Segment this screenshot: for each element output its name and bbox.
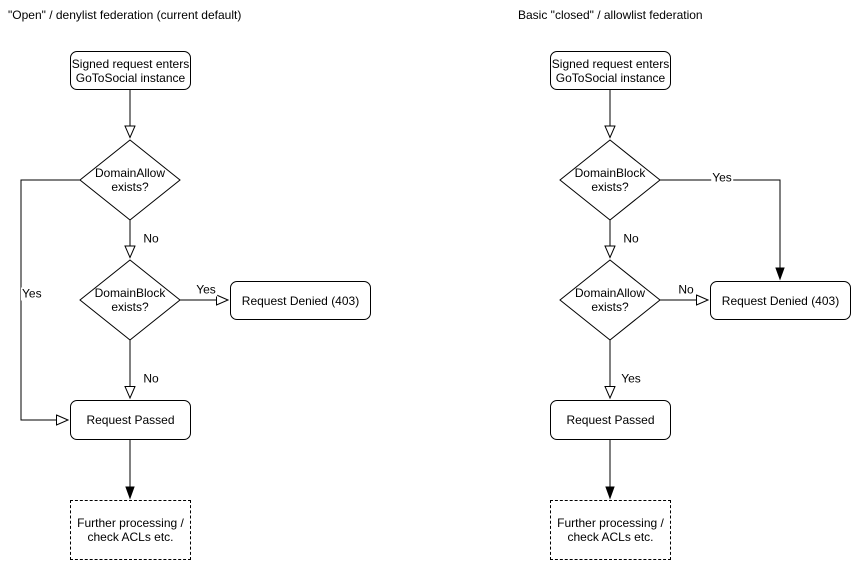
right-start-node: Signed request enters GoToSocial instanc… (550, 51, 671, 90)
right-decision1-diamond (559, 139, 661, 221)
node-label-line: GoToSocial instance (75, 70, 186, 85)
edge-label-yes: Yes (620, 371, 642, 386)
left-decision1-diamond (79, 139, 181, 221)
node-label-line: Further processing / (77, 516, 184, 530)
edge-label-yes: Yes (195, 282, 217, 297)
left-further-node: Further processing / check ACLs etc. (70, 500, 191, 560)
edge-label-no: No (142, 231, 160, 246)
left-chart-title: "Open" / denylist federation (current de… (8, 8, 242, 22)
node-label-line: check ACLs etc. (87, 530, 174, 544)
edge-label-yes: Yes (21, 286, 43, 301)
node-label-line: Request Passed (86, 413, 175, 427)
node-label-line: GoToSocial instance (555, 70, 666, 85)
right-further-node: Further processing / check ACLs etc. (550, 500, 671, 560)
node-label-line: Further processing / (557, 516, 664, 530)
edge-label-no: No (622, 231, 640, 246)
edge-label-no: No (142, 371, 160, 386)
node-label-line: Request Passed (566, 413, 655, 427)
left-passed-node: Request Passed (70, 400, 191, 440)
edge-label-no: No (677, 282, 695, 297)
node-label-line: Signed request enters (71, 56, 190, 71)
node-label-line: Request Denied (403) (721, 293, 840, 308)
node-label-line: Signed request enters (551, 56, 670, 71)
left-denied-node: Request Denied (403) (230, 281, 371, 320)
node-label-line: check ACLs etc. (567, 530, 654, 544)
right-decision2-diamond (559, 259, 661, 341)
left-start-node: Signed request enters GoToSocial instanc… (70, 51, 191, 90)
left-decision2-diamond (79, 259, 181, 341)
right-passed-node: Request Passed (550, 400, 671, 440)
edge-label-yes: Yes (711, 170, 733, 185)
right-chart-title: Basic "closed" / allowlist federation (518, 8, 703, 22)
right-edge-decision1-yes (660, 179, 785, 281)
node-label-line: Request Denied (403) (241, 293, 360, 308)
right-denied-node: Request Denied (403) (710, 281, 851, 320)
